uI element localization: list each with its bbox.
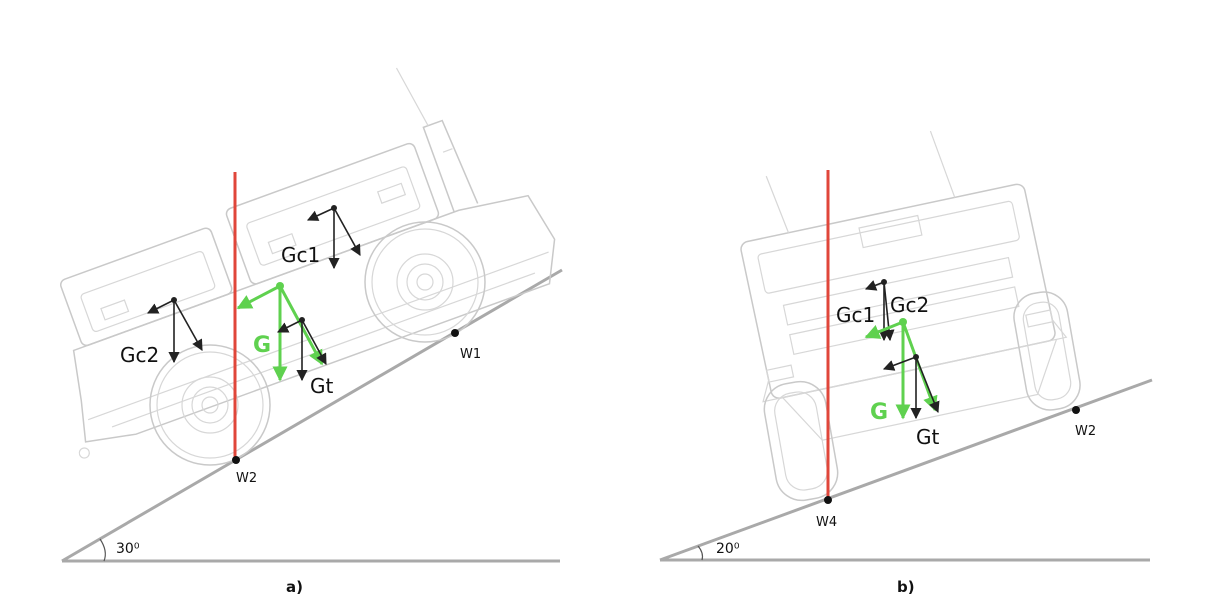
- gc1-vectors-a: [306, 205, 361, 270]
- panel-b: Gc1 Gc2 G Gt W4 W2 20⁰ b): [659, 130, 1153, 596]
- front-wheel-a: [364, 221, 486, 343]
- rear-wheel-a: [149, 344, 271, 466]
- caption-a: a): [286, 578, 303, 596]
- panel-a: Gc1 Gc2 G Gt W1 W2 30⁰: [60, 67, 563, 596]
- vehicle-rear-view: [740, 130, 1068, 441]
- gt-vectors-a: [276, 317, 327, 382]
- w2-label-a: W2: [236, 471, 257, 486]
- g-vectors-a: [236, 282, 324, 382]
- gc2-vectors-a: [146, 297, 203, 364]
- slope-line-a: [61, 268, 563, 563]
- angle-label-b: 20⁰: [716, 541, 740, 557]
- slope-line-b: [659, 378, 1153, 562]
- w2-label-b: W2: [1075, 424, 1096, 439]
- w2-point-b: [1072, 406, 1080, 414]
- gt-label-b: Gt: [916, 425, 939, 449]
- right-tire-b: [1013, 291, 1081, 411]
- g-label-b: G: [870, 400, 888, 425]
- w1-point: [451, 329, 459, 337]
- caption-b: b): [897, 578, 915, 596]
- gc1-label-a: Gc1: [281, 243, 320, 267]
- gt-vectors-b: [882, 354, 940, 420]
- gt-label-a: Gt: [310, 374, 333, 398]
- w4-label: W4: [816, 515, 837, 530]
- angle-arc-a: [99, 538, 106, 562]
- vehicle-side-view: [60, 67, 556, 459]
- left-tire-b: [763, 380, 839, 502]
- angle-label-a: 30⁰: [116, 541, 140, 557]
- gc2-label-a: Gc2: [120, 343, 159, 367]
- g-label-a: G: [253, 333, 271, 358]
- gc1-label-b: Gc1: [836, 303, 875, 327]
- gc2-label-b: Gc2: [890, 293, 929, 317]
- w2-point-a: [232, 456, 240, 464]
- w1-label: W1: [460, 347, 481, 362]
- w4-point: [824, 496, 832, 504]
- angle-arc-b: [697, 545, 704, 561]
